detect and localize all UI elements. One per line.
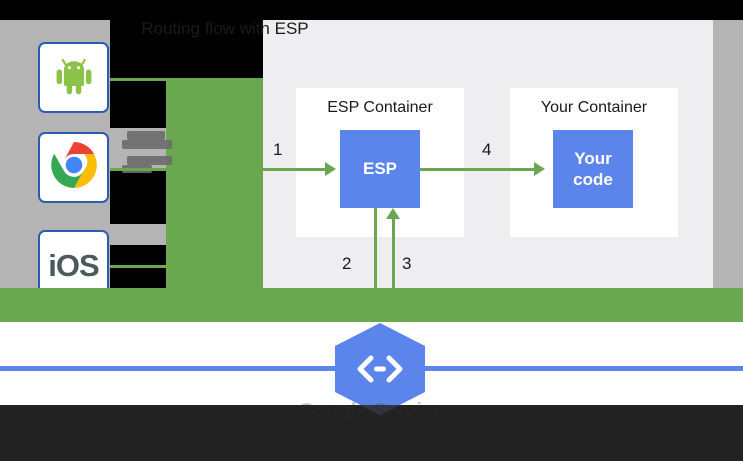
panel-title: Routing flow with ESP (141, 19, 309, 38)
code-brackets-icon (335, 323, 425, 415)
android-client-tile[interactable] (38, 42, 109, 113)
top-black-bar (0, 0, 743, 20)
step-number-4: 4 (482, 140, 492, 159)
obscured-label-2 (122, 140, 172, 149)
step-number-2: 2 (342, 254, 352, 273)
your-code-node[interactable]: Your code (553, 130, 633, 208)
google-service-node[interactable] (335, 323, 425, 415)
step-number-1: 1 (273, 140, 283, 159)
connector-android (110, 78, 166, 81)
obscured-label-3 (127, 156, 172, 165)
esp-node-label: ESP (362, 159, 398, 179)
arrow-4-line (420, 168, 540, 171)
black-gap-top (110, 20, 266, 78)
ios-label: iOS (48, 247, 99, 283)
your-code-node-label: Your code (573, 148, 613, 191)
black-gap-left-2 (110, 168, 166, 224)
right-gray-background (713, 20, 743, 288)
arrow-3-line (392, 218, 395, 321)
arrow-1-line (263, 168, 333, 171)
connector-ios (110, 265, 166, 268)
android-icon (52, 53, 96, 102)
green-band (0, 288, 743, 322)
esp-container-box: ESP Container (296, 88, 464, 237)
esp-node[interactable]: ESP (340, 130, 420, 208)
esp-container-label: ESP Container (327, 99, 433, 116)
your-container-label: Your Container (540, 99, 648, 116)
obscured-label-1 (127, 131, 165, 140)
your-code-line-2: code (573, 170, 613, 189)
arrow-2-line (374, 208, 377, 321)
green-flow-block (166, 78, 267, 300)
arrow-4-head (534, 162, 545, 176)
bottom-dark-overlay (0, 405, 743, 461)
chrome-client-tile[interactable] (38, 132, 109, 203)
ios-client-tile[interactable]: iOS (38, 230, 109, 301)
chrome-icon (50, 141, 98, 194)
black-gap-left-1 (110, 78, 166, 128)
arrow-1-head (325, 162, 336, 176)
connector-chrome (110, 168, 166, 171)
obscured-text-block-b (110, 224, 166, 245)
arrow-3-head (386, 208, 400, 219)
your-code-line-1: Your (574, 148, 612, 168)
step-number-3: 3 (402, 254, 412, 273)
